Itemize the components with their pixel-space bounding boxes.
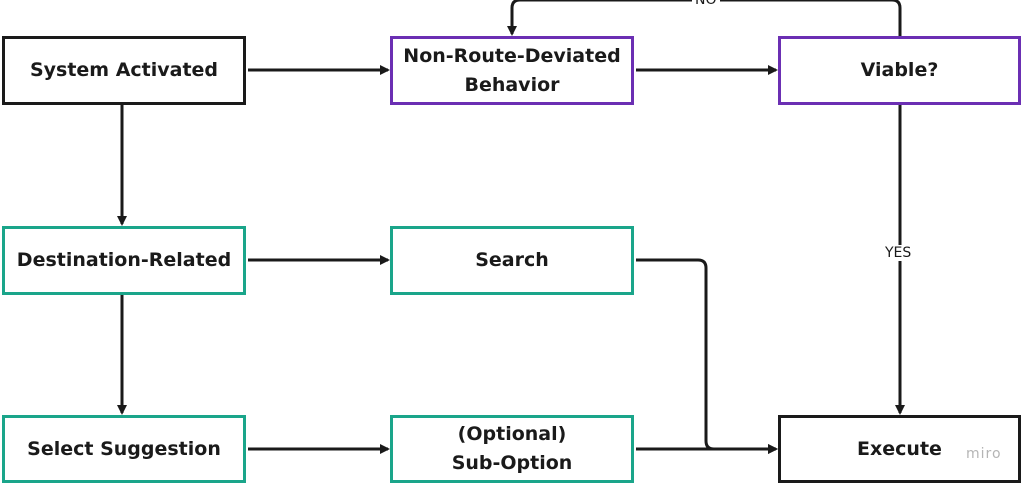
node-system-activated[interactable]: System Activated bbox=[2, 36, 246, 105]
node-label: Select Suggestion bbox=[27, 437, 221, 460]
edge-label-no: NO bbox=[692, 0, 720, 8]
node-label-line1: (Optional) bbox=[457, 423, 567, 445]
node-select-suggestion[interactable]: Select Suggestion bbox=[2, 415, 246, 483]
node-label: Viable? bbox=[860, 59, 939, 81]
node-optional-sub-option[interactable]: (Optional) Sub-Option bbox=[390, 415, 634, 483]
node-label: Execute bbox=[857, 437, 942, 460]
node-execute[interactable]: Execute bbox=[778, 415, 1021, 483]
edge-label-yes: YES bbox=[882, 245, 915, 261]
node-label: Search bbox=[475, 249, 549, 271]
node-destination-related[interactable]: Destination-Related bbox=[2, 226, 246, 295]
node-label: Destination-Related bbox=[16, 249, 232, 271]
edge-viable-no-loop bbox=[507, 0, 902, 36]
node-search[interactable]: Search bbox=[390, 226, 634, 295]
node-label-line2: Sub-Option bbox=[451, 452, 573, 474]
node-label-line2: Behavior bbox=[464, 73, 560, 96]
node-label: System Activated bbox=[29, 59, 219, 81]
node-label-line1: Non-Route-Deviated bbox=[403, 44, 621, 67]
miro-watermark: miro bbox=[966, 446, 1002, 462]
node-non-route-deviated-behavior[interactable]: Non-Route-Deviated Behavior bbox=[390, 36, 634, 105]
edge-search-to-execute bbox=[636, 258, 778, 454]
node-viable[interactable]: Viable? bbox=[778, 36, 1021, 105]
